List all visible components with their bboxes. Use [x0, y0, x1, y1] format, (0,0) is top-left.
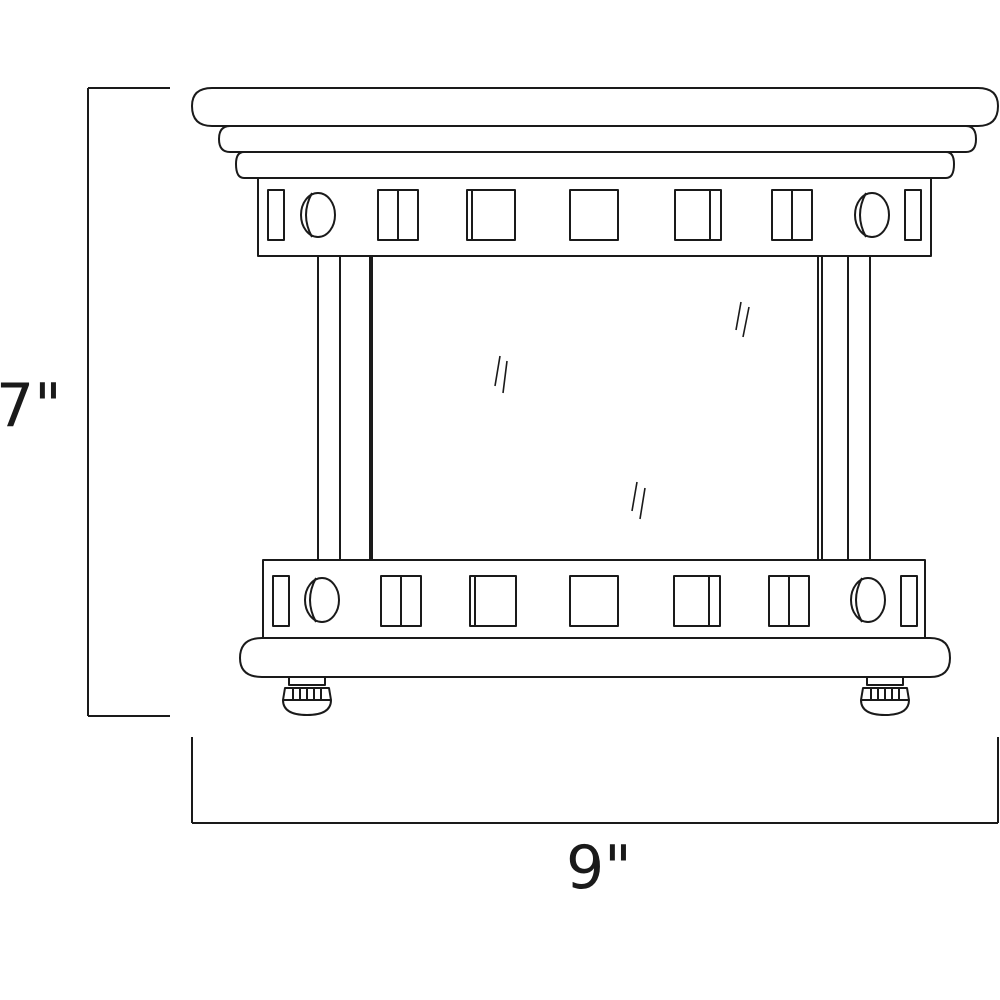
- bottom-decorative-band: [262, 559, 926, 639]
- height-dimension-label: 7": [0, 371, 62, 441]
- left-finial: [282, 676, 332, 716]
- width-dimension-bracket: [191, 737, 999, 824]
- right-post: [821, 255, 871, 561]
- width-dimension-label: 9": [566, 833, 632, 903]
- top-decorative-band: [257, 177, 932, 257]
- left-post: [317, 255, 371, 561]
- height-dimension-bracket: [87, 87, 170, 717]
- top-crown: [191, 87, 999, 179]
- right-finial: [860, 676, 910, 716]
- bottom-base: [239, 637, 951, 678]
- glass-panel: [371, 256, 819, 560]
- glass-reflection-marks: [494, 301, 750, 520]
